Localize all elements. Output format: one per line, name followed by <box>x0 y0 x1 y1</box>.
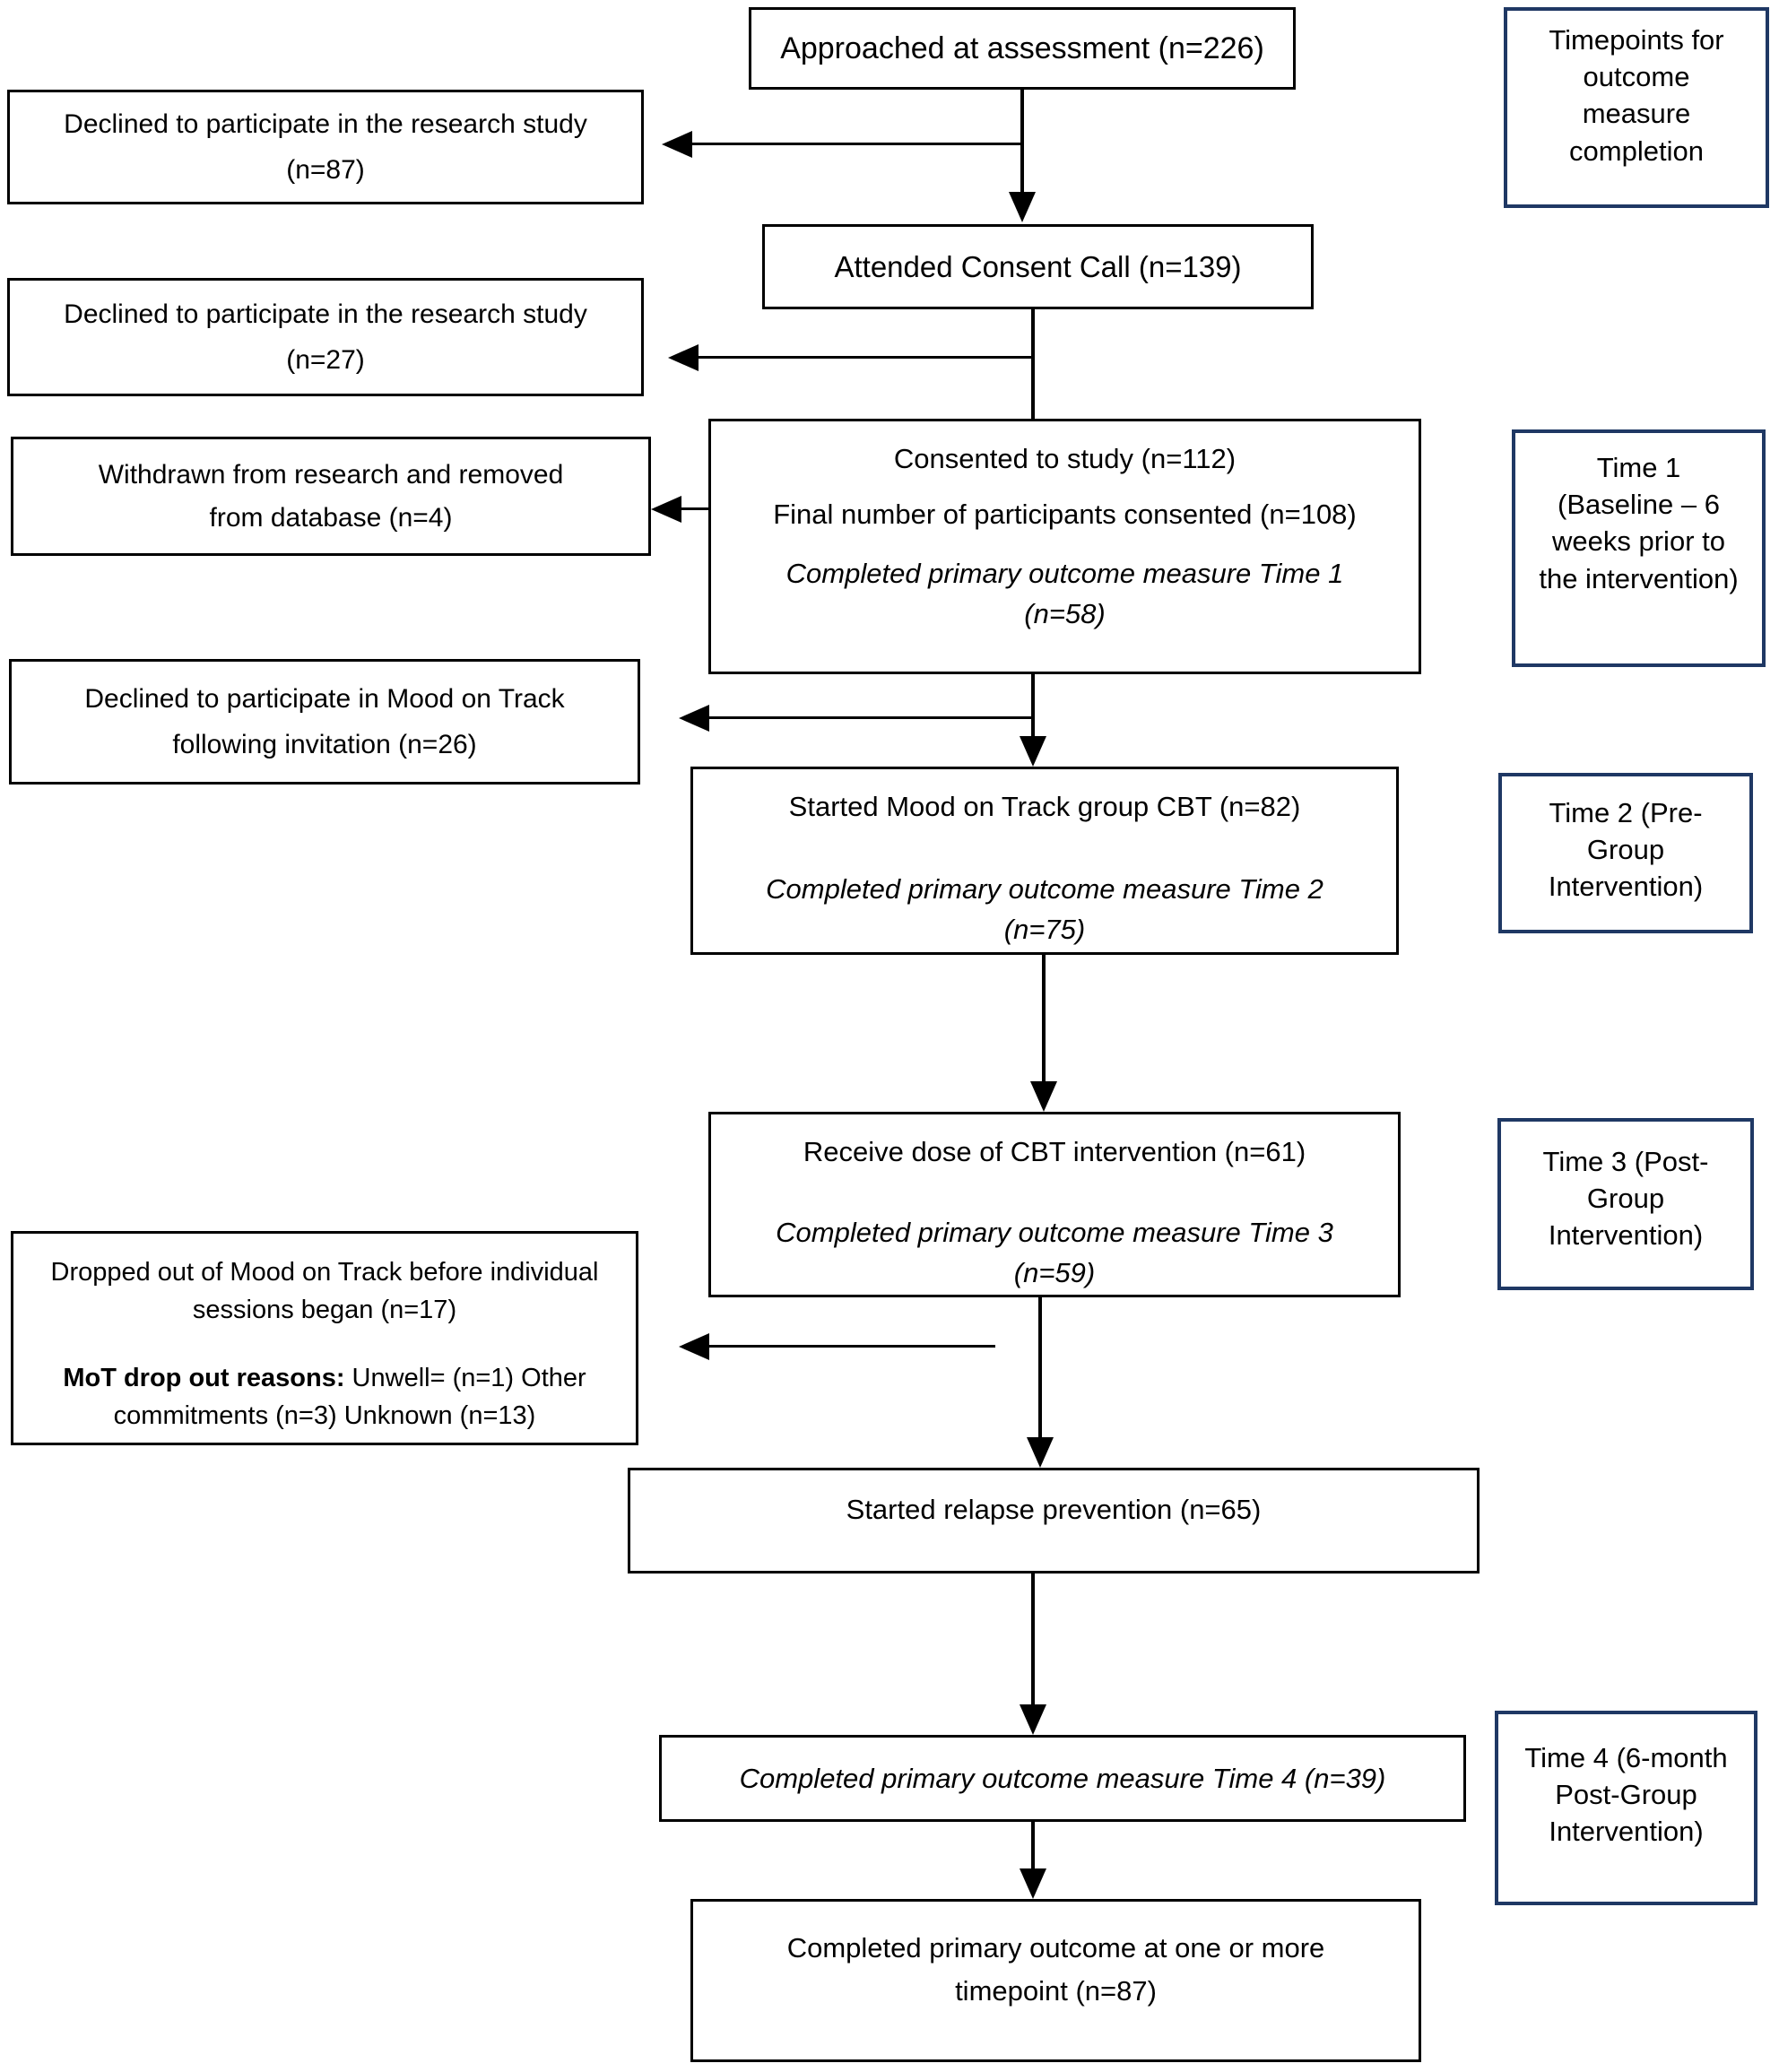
timepoint-text: weeks prior to <box>1552 525 1725 558</box>
reasons-bold-label: MoT drop out reasons: <box>63 1364 345 1393</box>
timepoint-text: Group <box>1586 834 1665 866</box>
timepoint-text: Time 3 (Post- <box>1542 1146 1709 1177</box>
box-text: (n=27) <box>286 345 365 375</box>
box-text: Dropped out of Mood on Track before indi… <box>50 1258 599 1287</box>
timepoint-text: Intervention) <box>1548 871 1704 903</box>
box-text-outcome: Completed primary outcome measure Time 2 <box>766 873 1323 905</box>
timepoint-text: measure <box>1582 98 1691 130</box>
box-text: sessions began (n=17) <box>192 1296 457 1325</box>
box-declined-mot-invitation: Declined to participate in Mood on Track… <box>9 659 640 785</box>
arrow-line-started-to-dose <box>1042 955 1046 1081</box>
box-text: (n=87) <box>286 155 365 185</box>
timepoint-text: Post-Group <box>1555 1779 1697 1811</box>
arrowhead-down-completed <box>1020 1868 1046 1899</box>
box-text-outcome: Completed primary outcome measure Time 1 <box>785 558 1344 589</box>
box-text: following invitation (n=26) <box>172 730 477 759</box>
box-started-mot-cbt: Started Mood on Track group CBT (n=82) C… <box>690 767 1399 955</box>
box-text: Receive dose of CBT intervention (n=61) <box>803 1136 1306 1167</box>
timepoint-text: Time 1 <box>1596 452 1681 483</box>
line-attended-to-consented <box>1031 309 1035 419</box>
arrowhead-left-dropped-out <box>679 1333 709 1360</box>
arrowhead-left-declined-consent <box>668 344 699 371</box>
arrow-line-relapse-to-time4 <box>1031 1574 1035 1704</box>
timepoint-text: (Baseline – 6 <box>1558 489 1720 521</box>
box-text: timepoint (n=87) <box>955 1975 1157 2007</box>
box-text: Started Mood on Track group CBT (n=82) <box>788 791 1301 822</box>
arrowhead-down-started <box>1020 736 1046 767</box>
arrow-line-to-declined-consent <box>699 356 1033 359</box>
box-time2-label: Time 2 (Pre- Group Intervention) <box>1498 773 1753 933</box>
box-text: Approached at assessment (n=226) <box>780 30 1264 65</box>
box-text-reasons: MoT drop out reasons: Unwell= (n=1) Othe… <box>63 1359 586 1397</box>
box-dropped-out-mot: Dropped out of Mood on Track before indi… <box>11 1231 638 1445</box>
arrowhead-left-withdrawn <box>651 496 681 523</box>
box-text: Declined to participate in Mood on Track <box>84 684 565 714</box>
box-completed-time4-measure: Completed primary outcome measure Time 4… <box>659 1735 1466 1822</box>
box-text: Consented to study (n=112) <box>893 443 1237 474</box>
box-text: commitments (n=3) Unknown (n=13) <box>113 1401 536 1431</box>
box-text: Completed primary outcome at one or more <box>786 1932 1325 1964</box>
arrow-line-dose-to-relapse <box>1038 1297 1042 1437</box>
timepoint-text: Intervention) <box>1548 1219 1704 1252</box>
arrowhead-down-dose <box>1030 1081 1057 1112</box>
arrow-line-to-dropped-out <box>709 1345 995 1348</box>
arrow-line-approached-to-attended <box>1020 90 1024 194</box>
box-text-outcome: (n=59) <box>1013 1256 1096 1288</box>
timepoint-text: outcome <box>1583 61 1690 93</box>
reasons-rest: Unwell= (n=1) Other <box>344 1364 586 1393</box>
arrowhead-down-time4 <box>1020 1704 1046 1735</box>
box-text: Withdrawn from research and removed <box>98 459 564 490</box>
box-receive-dose-cbt: Receive dose of CBT intervention (n=61) … <box>708 1112 1401 1297</box>
timepoint-text: Timepoints for <box>1549 24 1724 56</box>
arrowhead-left-declined-mot <box>679 705 709 732</box>
arrow-line-to-declined-assessment <box>692 143 1024 145</box>
box-withdrawn-removed: Withdrawn from research and removed from… <box>11 437 651 556</box>
box-completed-any-timepoint: Completed primary outcome at one or more… <box>690 1899 1421 2062</box>
timepoint-text: Group <box>1586 1183 1665 1215</box>
box-text: from database (n=4) <box>209 502 453 533</box>
timepoint-text: completion <box>1569 134 1704 167</box>
box-text-outcome: (n=58) <box>1024 597 1106 629</box>
arrowhead-left-declined-assessment <box>662 131 692 158</box>
box-consented-to-study: Consented to study (n=112) Final number … <box>708 419 1421 674</box>
arrowhead-down-attended <box>1009 192 1036 222</box>
box-timepoints-header: Timepoints for outcome measure completio… <box>1504 7 1769 208</box>
box-text-outcome: (n=75) <box>1003 913 1086 945</box>
box-text: Final number of participants consented (… <box>773 498 1357 530</box>
timepoint-text: Time 4 (6-month <box>1524 1742 1728 1773</box>
arrow-line-to-declined-mot <box>709 716 1033 719</box>
arrowhead-down-relapse <box>1027 1437 1054 1468</box>
box-attended-consent-call: Attended Consent Call (n=139) <box>762 224 1314 309</box>
box-text: Started relapse prevention (n=65) <box>846 1494 1262 1525</box>
box-text-outcome: Completed primary outcome measure Time 3 <box>776 1217 1333 1248</box>
box-text: Declined to participate in the research … <box>64 109 587 139</box>
box-time3-label: Time 3 (Post- Group Intervention) <box>1497 1118 1754 1290</box>
box-declined-consent-call: Declined to participate in the research … <box>7 278 644 396</box>
box-text: Attended Consent Call (n=139) <box>834 249 1242 283</box>
timepoint-text: the intervention) <box>1539 562 1739 594</box>
box-time1-label: Time 1 (Baseline – 6 weeks prior to the … <box>1512 429 1766 667</box>
arrow-line-to-withdrawn <box>681 507 708 510</box>
box-text-outcome: Completed primary outcome measure Time 4… <box>739 1762 1386 1794</box>
timepoint-text: Intervention) <box>1549 1816 1704 1848</box>
box-declined-assessment: Declined to participate in the research … <box>7 90 644 204</box>
arrow-line-consented-to-started <box>1031 674 1035 738</box>
box-approached-at-assessment: Approached at assessment (n=226) <box>749 7 1296 90</box>
box-time4-label: Time 4 (6-month Post-Group Intervention) <box>1495 1711 1757 1905</box>
box-started-relapse-prevention: Started relapse prevention (n=65) <box>628 1468 1480 1574</box>
box-text: Declined to participate in the research … <box>64 299 587 329</box>
arrow-line-time4-to-completed <box>1031 1822 1035 1868</box>
timepoint-text: Time 2 (Pre- <box>1549 797 1703 828</box>
